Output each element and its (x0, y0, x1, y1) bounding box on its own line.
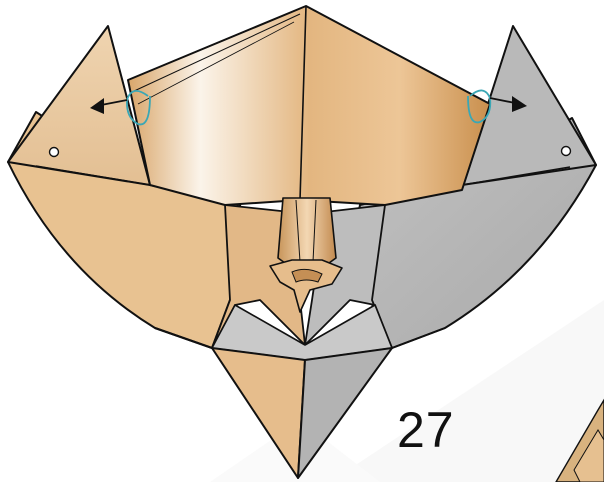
head-top-panel (128, 6, 490, 205)
left-reference-dot (50, 148, 59, 157)
beak-upper (278, 198, 336, 268)
left-upper-flap (8, 26, 150, 185)
step-number: 27 (397, 405, 455, 455)
right-reference-dot (562, 147, 571, 156)
